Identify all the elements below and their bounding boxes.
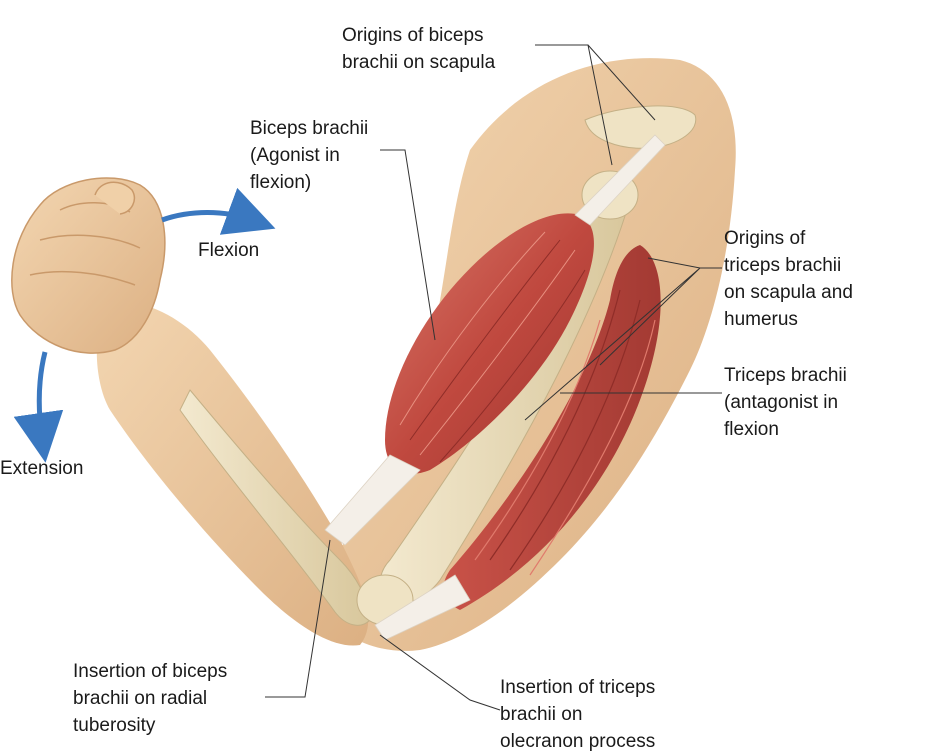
leader-triceps-insertion — [379, 634, 501, 711]
flexion-arrow — [161, 187, 276, 235]
leader-triceps-origins — [524, 257, 722, 421]
label-biceps-insertion: Insertion of biceps brachii on radial tu… — [73, 661, 228, 736]
leader-biceps-origins — [535, 44, 656, 166]
fist-skin — [11, 177, 166, 354]
biceps-muscle — [385, 213, 594, 474]
label-triceps-insertion: Insertion of triceps brachii on olecrano… — [500, 677, 656, 752]
leader-biceps-insertion — [265, 539, 331, 698]
biceps-tendon-insertion — [324, 454, 421, 546]
triceps-muscle — [443, 245, 661, 610]
scapula-bone — [584, 105, 697, 149]
extension-arrow — [13, 351, 64, 463]
label-extension: Extension — [0, 458, 84, 479]
biceps-tendon-origin — [574, 134, 666, 226]
label-triceps-brachii: Triceps brachii (antagonist in flexion — [724, 365, 847, 440]
triceps-tendon-insertion — [374, 574, 471, 641]
leader-biceps-brachii — [380, 149, 436, 341]
label-triceps-origins: Origins of triceps brachii on scapula an… — [724, 228, 853, 330]
label-flexion: Flexion — [198, 240, 260, 261]
leader-lines — [265, 44, 722, 711]
tendons — [324, 134, 666, 641]
label-biceps-origins: Origins of biceps brachii on scapula — [342, 25, 496, 73]
label-biceps-brachii: Biceps brachii (Agonist in flexion) — [250, 118, 369, 193]
